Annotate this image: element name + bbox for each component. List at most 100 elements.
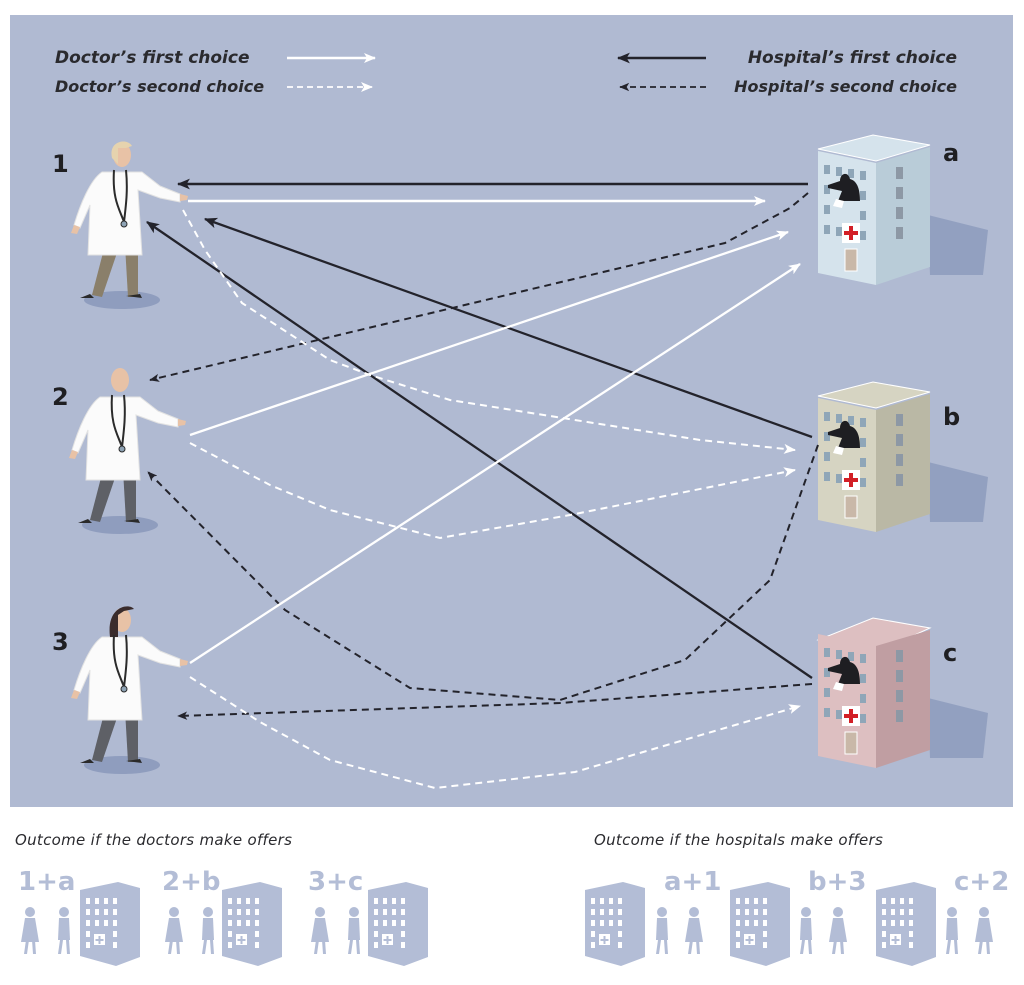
hospital-c-building — [816, 617, 988, 768]
window — [860, 438, 866, 447]
legend: Doctor’s first choice Doctor’s second ch… — [55, 48, 957, 96]
window — [860, 171, 866, 180]
window — [860, 418, 866, 427]
legend-hospital-first-label: Hospital’s first choice — [748, 48, 957, 68]
hospital-icon — [368, 882, 428, 966]
window — [824, 452, 830, 461]
window — [860, 191, 866, 200]
window — [860, 478, 866, 487]
hospital-b-label: b — [943, 403, 960, 431]
building-roof — [817, 381, 931, 409]
building-roof — [817, 134, 931, 162]
cross-icon — [745, 936, 754, 944]
outcome-hospitals-pair: c+2 — [876, 867, 1009, 966]
pair-label: b+3 — [808, 867, 867, 897]
leg-left — [92, 710, 118, 762]
hospital-b-building — [817, 381, 988, 532]
arrow-doctor-3-first-to-a — [189, 263, 801, 664]
person-icon — [975, 907, 993, 954]
hospital-icon — [730, 882, 790, 966]
arrow-doctor-2-second-to-b — [189, 442, 796, 540]
window — [860, 458, 866, 467]
hospital-a-label: a — [943, 139, 959, 167]
outcome-hospitals-title: Outcome if the hospitals make offers — [594, 831, 883, 849]
hospital-icon — [585, 882, 645, 966]
shoes — [80, 759, 142, 763]
hospital-icon — [222, 882, 282, 966]
person-in-window — [828, 173, 860, 201]
pair-label: 1+a — [18, 867, 75, 897]
window — [824, 412, 830, 421]
shadow — [82, 516, 158, 534]
pointing-hand — [180, 659, 188, 666]
window — [896, 454, 903, 466]
leg-left — [92, 245, 118, 297]
arrow-hospital-c-first-to-1 — [146, 221, 813, 679]
leg-right — [125, 245, 138, 297]
person-in-window — [828, 420, 860, 448]
leg-left — [90, 470, 116, 522]
pair-label: c+2 — [954, 867, 1009, 897]
pointing-hand — [180, 194, 188, 201]
window — [836, 474, 842, 483]
window — [896, 207, 903, 219]
window — [896, 434, 903, 446]
window — [824, 708, 830, 717]
window — [824, 688, 830, 697]
window — [836, 710, 842, 719]
window — [896, 650, 903, 662]
cross-icon — [95, 936, 104, 944]
window — [896, 690, 903, 702]
shoes — [80, 294, 142, 298]
person-icon — [348, 907, 360, 954]
arrow-hospital-a-second-to-2 — [149, 192, 809, 382]
red-cross-icon — [844, 709, 858, 723]
stethoscope-icon — [112, 169, 128, 223]
window — [896, 187, 903, 199]
doctor-2-figure — [69, 368, 186, 534]
left-hand — [71, 690, 80, 699]
window — [860, 654, 866, 663]
window — [824, 165, 830, 174]
cross-icon — [383, 936, 392, 944]
stethoscope-chest-piece — [120, 220, 128, 228]
window — [836, 167, 842, 176]
window — [824, 185, 830, 194]
offer-letter — [833, 682, 844, 691]
cross-icon — [891, 936, 900, 944]
window — [896, 474, 903, 486]
hospital-c-label: c — [943, 639, 957, 667]
window — [836, 414, 842, 423]
outcome-hospitals-pair: b+3 — [730, 867, 867, 966]
door — [844, 495, 858, 519]
building-shadow — [928, 215, 988, 275]
window — [860, 231, 866, 240]
window — [860, 674, 866, 683]
cross-icon — [237, 936, 246, 944]
head — [111, 368, 129, 392]
pair-label: a+1 — [664, 867, 721, 897]
offer-letter — [833, 446, 844, 455]
outcome-doctors-pair: 2+b — [162, 867, 282, 966]
cross-icon — [600, 936, 609, 944]
window — [836, 227, 842, 236]
arrow-hospital-c-second-to-3 — [177, 683, 813, 720]
red-cross-icon — [844, 473, 858, 487]
window — [896, 710, 903, 722]
stethoscope-chest-piece — [120, 685, 128, 693]
preference-arrows — [146, 178, 819, 790]
window — [896, 167, 903, 179]
pair-label: 3+c — [308, 867, 363, 897]
window — [860, 694, 866, 703]
arrow-hospital-b-second-to-2 — [147, 444, 819, 702]
doctor-1-label: 1 — [52, 150, 69, 178]
hair — [111, 141, 132, 164]
window — [824, 432, 830, 441]
shadow — [84, 756, 160, 774]
window — [860, 714, 866, 723]
red-cross-icon — [844, 226, 858, 240]
person-icon — [656, 907, 668, 954]
doctor-3-label: 3 — [52, 628, 69, 656]
building-shadow — [928, 462, 988, 522]
shadow — [84, 291, 160, 309]
